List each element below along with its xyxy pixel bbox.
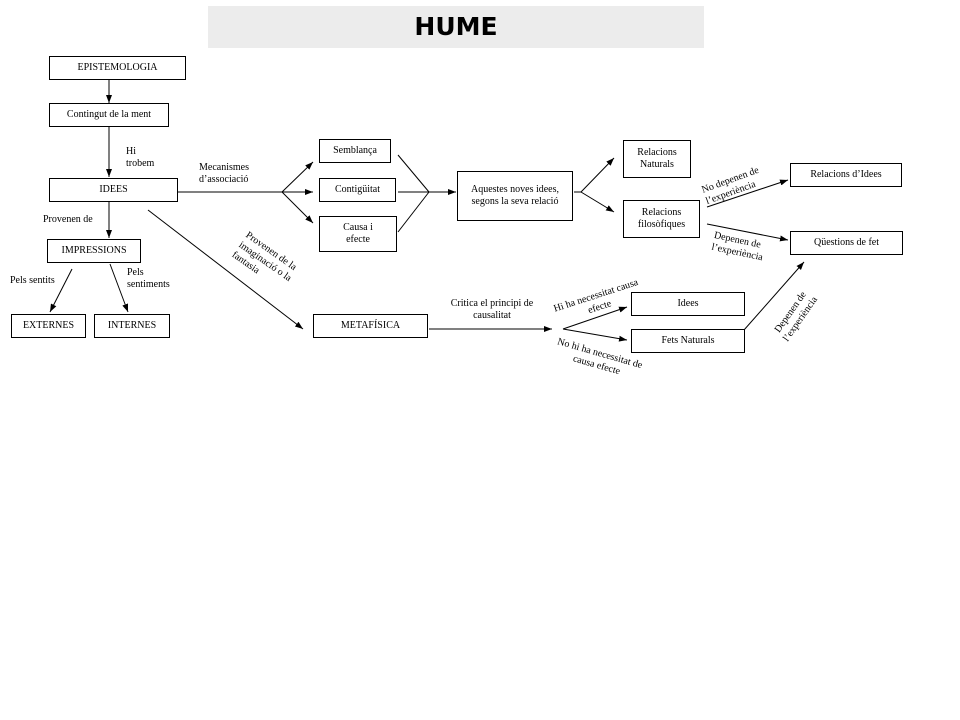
box-idees: IDEES (49, 178, 178, 202)
box-impressions: IMPRESSIONS (47, 239, 141, 263)
box-metafisica: METAFÍSICA (313, 314, 428, 338)
edge-filo-questions (706, 223, 789, 242)
box-contiguitat: Contigüitat (319, 178, 396, 202)
label-pels-sentits: Pels sentits (10, 275, 55, 286)
box-relacions-naturals: Relacions Naturals (623, 140, 691, 178)
edge-impr-externes (49, 268, 73, 313)
edge-semblanca-merge (397, 154, 430, 193)
edge-fork-filosofiques (580, 191, 615, 213)
edge-fork-naturals (580, 157, 615, 193)
edge-fork-idees-meta (562, 306, 628, 330)
label-mecanismes: Mecanismes d’associació (199, 162, 249, 185)
edge-causa-merge (397, 191, 430, 233)
label-critica-causalitat: Critica el principi de causalitat (450, 298, 534, 321)
edge-fork-semblanca (281, 161, 314, 193)
edge-idees-metafisica (147, 209, 304, 330)
box-questions-fet: Qüestions de fet (790, 231, 903, 255)
edge-fork-causa (281, 191, 314, 224)
label-hi-trobem: Hi trobem (126, 146, 155, 169)
box-idees-metafisica: Idees (631, 292, 745, 316)
box-fets-naturals: Fets Naturals (631, 329, 745, 353)
edge-impr-internes (109, 263, 129, 313)
label-provenen-de: Provenen de (43, 214, 93, 225)
edge-fets-questions (743, 261, 805, 331)
box-noves-idees: Aquestes noves idees, segons la seva rel… (457, 171, 573, 221)
box-causa-efecte: Causa i efecte (319, 216, 397, 252)
box-externes: EXTERNES (11, 314, 86, 338)
title-banner: HUME (208, 6, 704, 48)
edge-filo-relacions-idees (706, 179, 789, 208)
edge-fork-fets (562, 328, 628, 342)
box-epistemologia: EPISTEMOLOGIA (49, 56, 186, 80)
box-internes: INTERNES (94, 314, 170, 338)
box-relacions-idees: Relacions d’Idees (790, 163, 902, 187)
label-pels-sentiments: Pels sentiments (127, 267, 170, 290)
box-contingut-ment: Contingut de la ment (49, 103, 169, 127)
page-title: HUME (414, 12, 498, 41)
box-semblanca: Semblança (319, 139, 391, 163)
box-relacions-filosofiques: Relacions filosòfiques (623, 200, 700, 238)
